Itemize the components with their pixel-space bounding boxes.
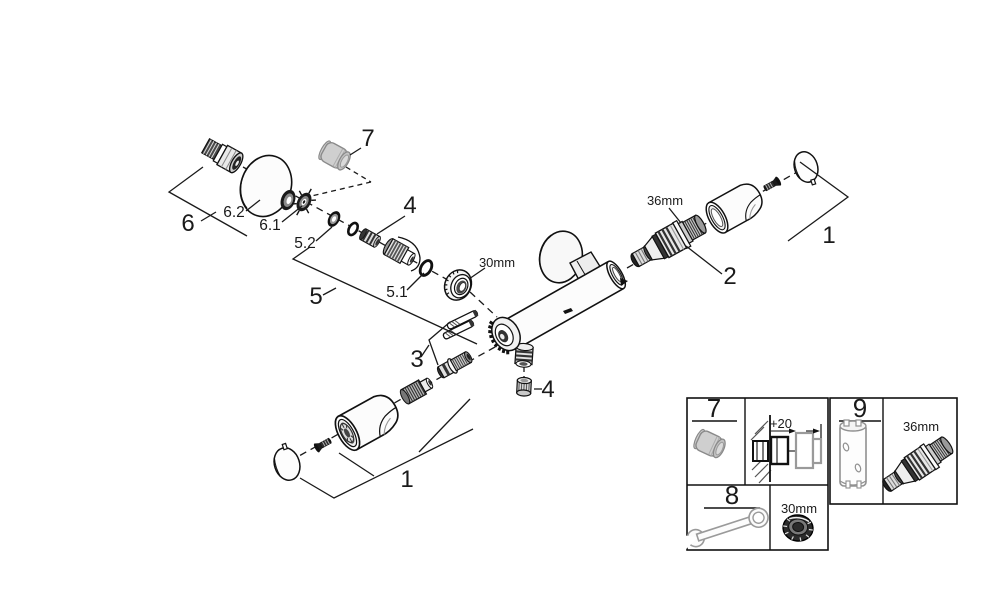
outlet-cap <box>516 376 532 397</box>
escutcheon-rosette <box>239 154 296 218</box>
label-size-30mm: 30mm <box>479 255 515 270</box>
label-part-2: 2 <box>723 263 736 290</box>
label-part-5-1: 5.1 <box>386 284 408 301</box>
legend-label-36mm: 36mm <box>903 419 939 434</box>
body-mark <box>563 308 573 314</box>
label-part-6-1: 6.1 <box>259 217 281 234</box>
temperature-stop-ring <box>487 316 521 355</box>
legend-label-30mm: 30mm <box>781 501 817 516</box>
legend-label-8: 8 <box>725 480 739 510</box>
legend-nut-icon <box>782 514 814 542</box>
label-part-6-2: 6.2 <box>223 204 245 221</box>
label-part-6: 6 <box>181 210 194 237</box>
o-ring-small <box>346 221 360 237</box>
body-arrow-mark <box>620 278 628 286</box>
label-part-7: 7 <box>361 125 374 152</box>
legend-label-9: 9 <box>853 393 867 423</box>
aerator-insert <box>359 228 381 248</box>
handle-screw-bottom <box>312 435 334 454</box>
legend-extension-dim: +20 <box>770 416 792 431</box>
legend-wrench-icon <box>678 507 769 551</box>
handle-cap-bottom <box>273 442 301 481</box>
legend-label-7: 7 <box>707 393 721 423</box>
legend-tube-icon <box>839 419 867 489</box>
label-part-5: 5 <box>309 283 322 310</box>
legend-extension-sketch: +20 <box>750 415 823 484</box>
knurled-adapter <box>399 377 434 405</box>
handle-sleeve-right <box>701 178 769 238</box>
union-nut-30mm <box>443 269 473 301</box>
part-labels: 6 6.2 6.1 7 4 5.2 5 5.1 30mm 3 4 1 36mm … <box>181 125 835 493</box>
thermostatic-cartridge <box>624 208 712 276</box>
leader-lines <box>167 147 850 499</box>
legend-cartridge-icon <box>875 430 959 500</box>
label-part-4-bottom: 4 <box>541 376 554 403</box>
label-part-3: 3 <box>410 346 423 373</box>
legend-cap-icon <box>691 427 729 461</box>
label-part-5-2: 5.2 <box>294 235 316 252</box>
handle-ratchet-face <box>339 422 355 444</box>
handle-cap-right <box>793 151 819 186</box>
flat-washer <box>327 211 341 227</box>
label-size-36mm: 36mm <box>647 193 683 208</box>
label-part-4-top: 4 <box>403 192 416 219</box>
handle-sleeve-bottom <box>329 388 406 455</box>
check-valve <box>436 351 473 379</box>
label-part-1-bottom: 1 <box>400 466 413 493</box>
label-part-1-right: 1 <box>822 222 835 249</box>
union-fitting <box>200 138 244 174</box>
outlet-nipple <box>514 342 534 368</box>
star-washer <box>292 188 316 216</box>
legend-box: 7 8 9 30mm 36mm +20 <box>678 393 959 551</box>
retaining-ring <box>397 236 421 272</box>
inlet-connector <box>382 238 416 266</box>
